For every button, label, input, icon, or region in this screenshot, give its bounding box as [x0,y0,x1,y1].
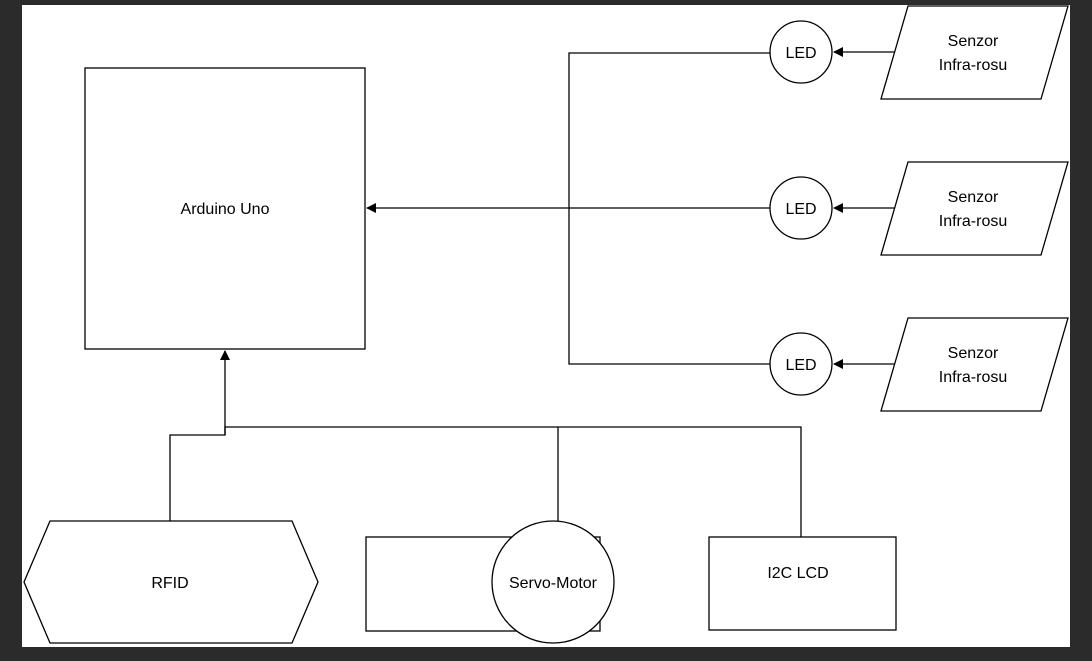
sensor-3-label-line2: Infra-rosu [939,369,1007,386]
rfid-shape [23,520,319,644]
led-3-label: LED [785,357,816,374]
sensor-1-label-line1: Senzor [948,33,999,50]
sensor-3-label-line1: Senzor [948,345,999,362]
led-1-label: LED [785,45,816,62]
led-2-label: LED [785,201,816,218]
sensor-3-shape [880,317,1069,412]
sensor-2-label-line2: Infra-rosu [939,213,1007,230]
sensor-2-shape [880,161,1069,256]
arduino-uno-label: Arduino Uno [181,201,270,218]
servo-motor-circle [491,520,615,644]
arduino-uno-block [84,67,366,350]
sensor-1-shape [880,5,1069,100]
sensor-1-label-line2: Infra-rosu [939,57,1007,74]
sensor-2-label-line1: Senzor [948,189,999,206]
rfid-label: RFID [151,575,188,592]
i2c-lcd-rect [708,536,897,631]
led-3-circle [769,332,833,396]
led-1-circle [769,20,833,84]
servo-motor-label: Servo-Motor [509,575,598,592]
i2c-lcd-label: I2C LCD [767,565,828,582]
led-2-circle [769,176,833,240]
